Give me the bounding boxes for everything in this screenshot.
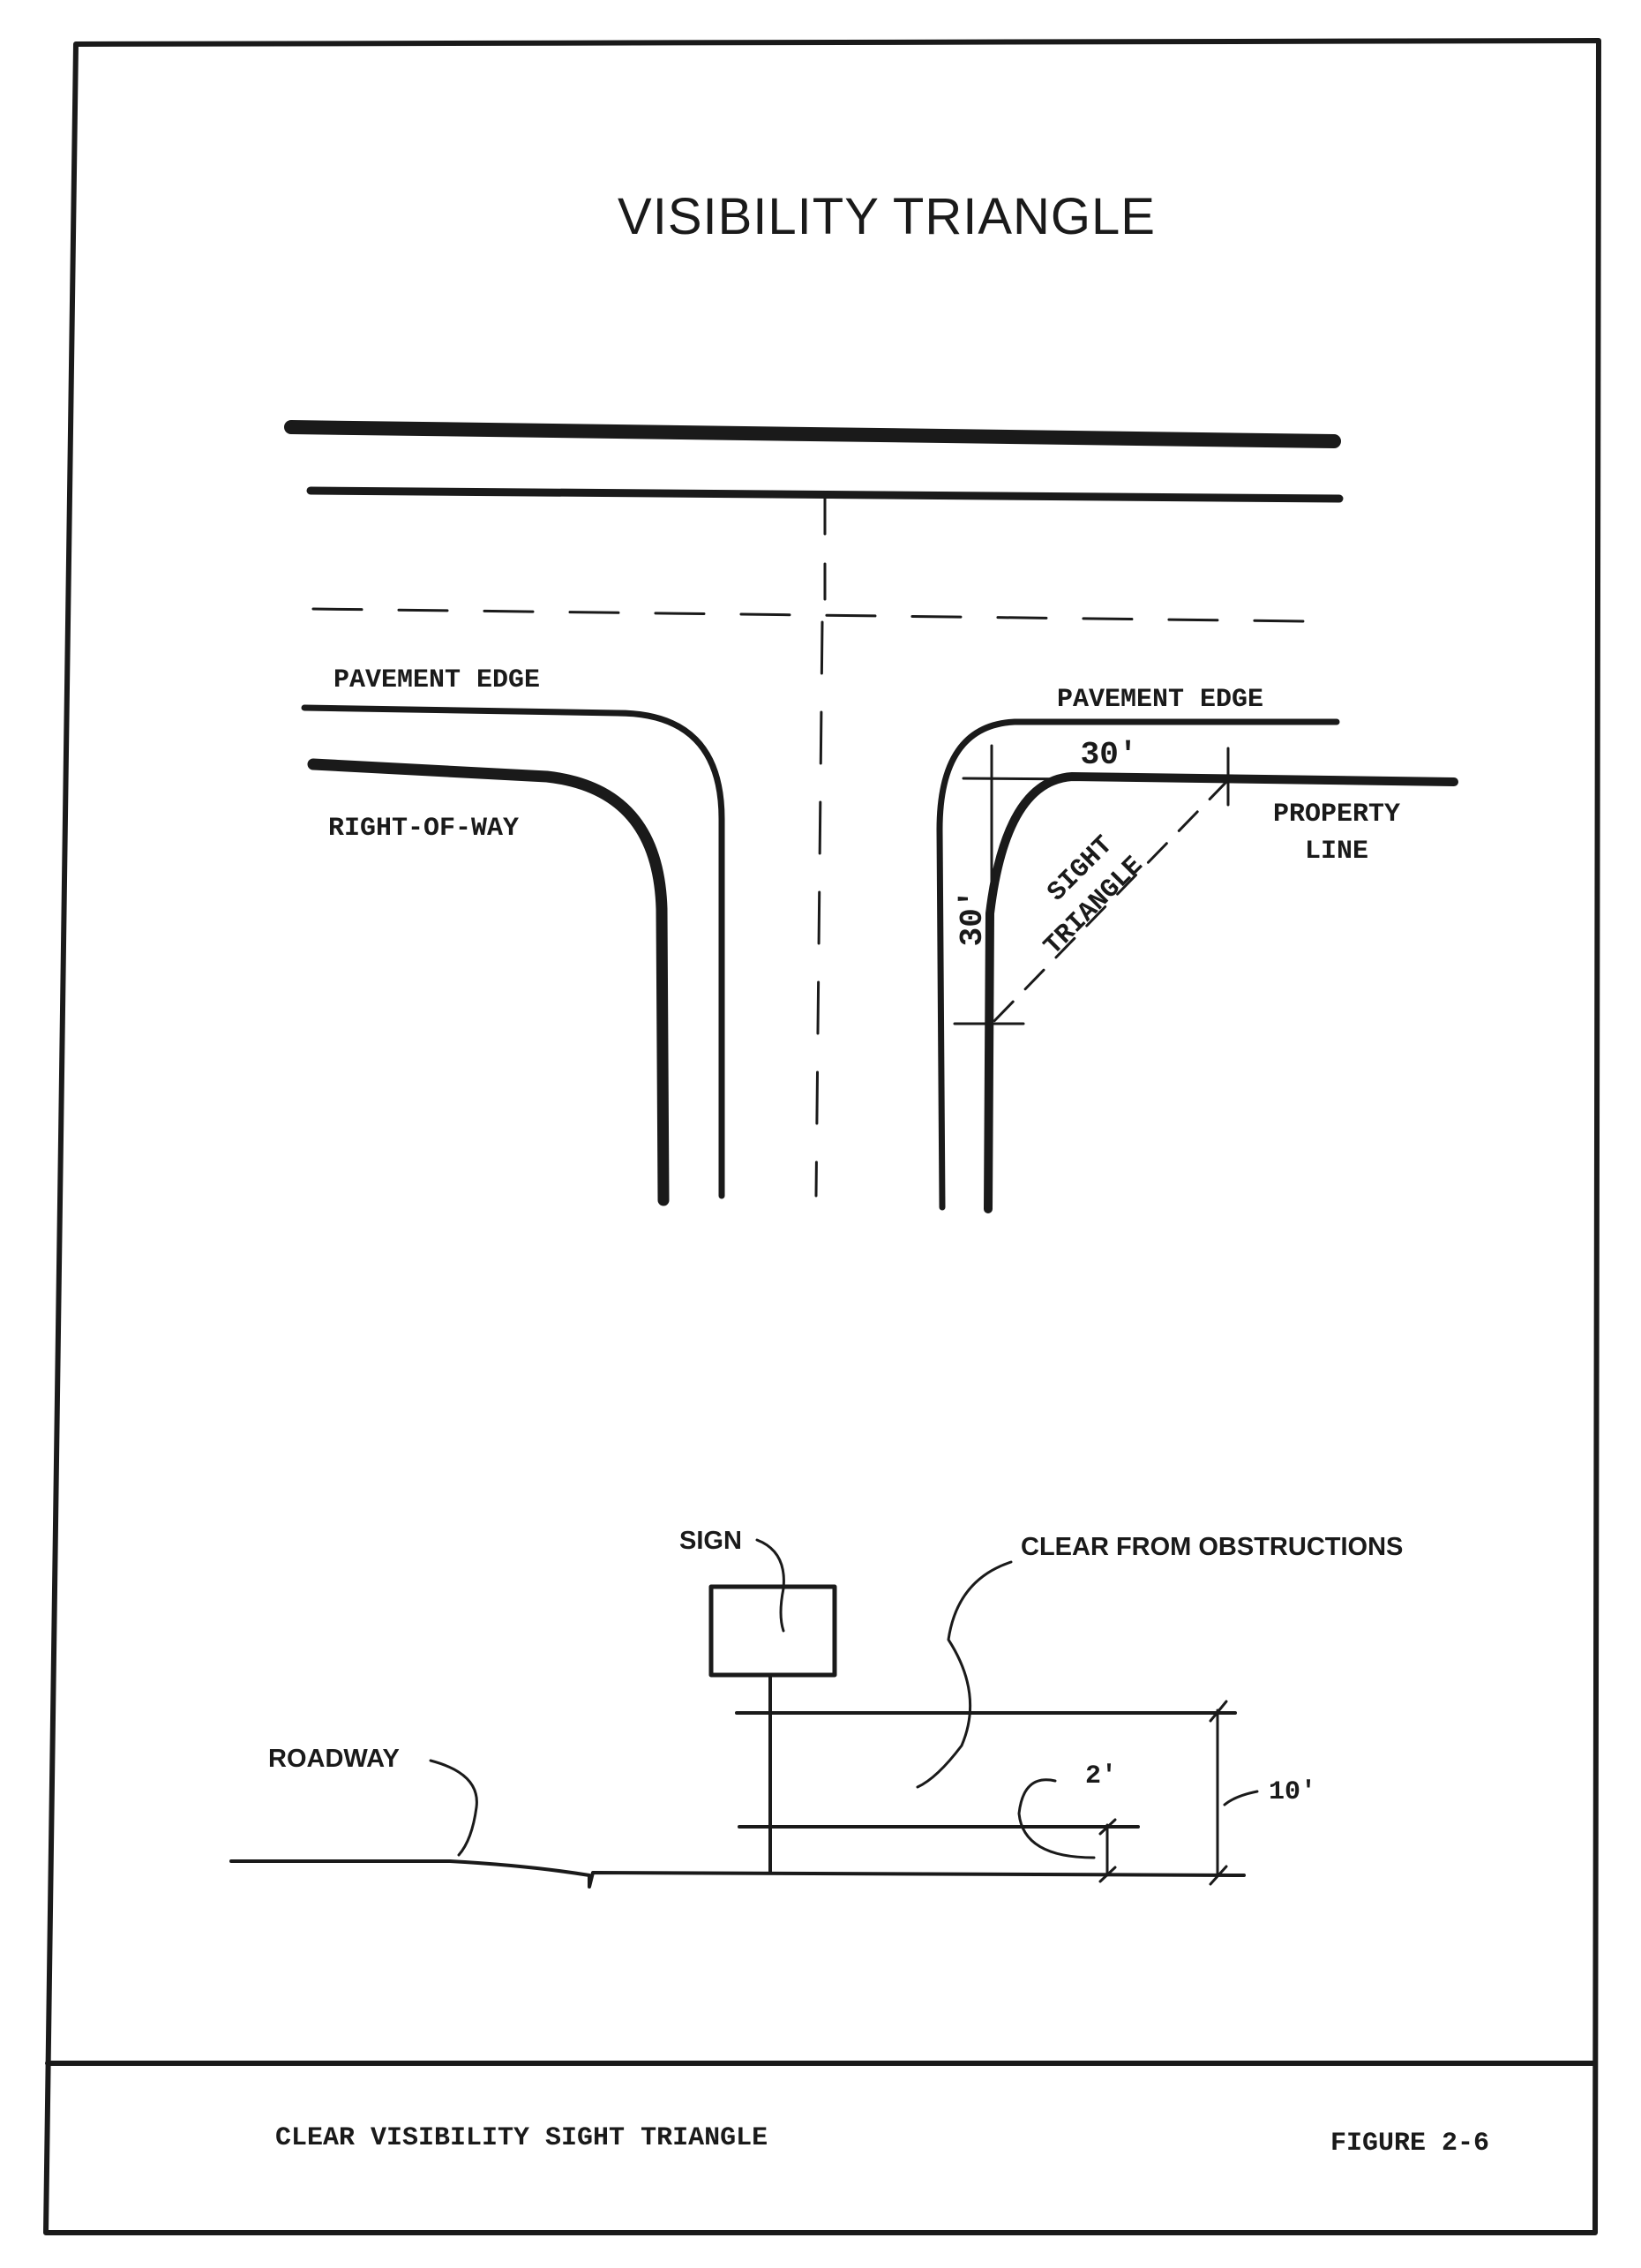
sight-triangle-hypotenuse <box>990 778 1230 1025</box>
sign-leader <box>755 1538 785 1633</box>
figure-title: VISIBILITY TRIANGLE <box>618 188 1156 245</box>
dim-10ft-tick-bottom <box>1209 1865 1228 1886</box>
roadway-leader <box>429 1759 478 1857</box>
main-road-centerline <box>311 607 1308 623</box>
elevation-view: SIGN CLEAR FROM OBSTRUCTIONS ROADWAY 2′ … <box>229 1527 1403 1889</box>
left-pavement-edge-curve <box>301 704 725 1199</box>
side-road-centerline <box>814 620 824 1198</box>
dim-2ft-tick-bottom <box>1098 1866 1117 1883</box>
dim-2ft-leader <box>1017 1778 1096 1859</box>
dim-2ft-label: 2′ <box>1085 1761 1117 1791</box>
plan-labels: PAVEMENT EDGE PAVEMENT EDGE RIGHT-OF-WAY… <box>328 665 1400 867</box>
dim-label-horizontal: 30′ <box>1081 737 1138 773</box>
roadway-label: ROADWAY <box>268 1745 400 1773</box>
page-border <box>43 38 1601 2235</box>
main-road <box>284 420 1344 623</box>
pavement-edge-right-label: PAVEMENT EDGE <box>1057 685 1263 715</box>
right-right-of-way-curve <box>984 772 1458 1213</box>
sign-panel <box>708 1584 837 1678</box>
dim-10ft-leader <box>1223 1790 1259 1806</box>
property-line-label-line1: PROPERTY <box>1273 800 1400 830</box>
title-block: CLEAR VISIBILITY SIGHT TRIANGLE FIGURE 2… <box>45 2061 1598 2159</box>
dim-label-vertical: 30′ <box>955 890 991 947</box>
dim-line-horizontal <box>962 777 1230 782</box>
left-right-of-way-curve <box>307 758 670 1206</box>
dim-10ft-tick-top <box>1209 1700 1228 1723</box>
figure-number: FIGURE 2-6 <box>1330 2129 1489 2159</box>
sign-label: SIGN <box>679 1527 742 1555</box>
right-of-way-label: RIGHT-OF-WAY <box>328 814 519 844</box>
dim-2ft-tick-top <box>1098 1818 1117 1836</box>
main-road-far-edge <box>284 420 1341 448</box>
main-road-near-edge <box>306 486 1344 503</box>
clear-from-obstructions-label: CLEAR FROM OBSTRUCTIONS <box>1021 1533 1403 1561</box>
roadway-ground-line <box>229 1859 1246 1889</box>
dim-10ft-label: 10′ <box>1269 1777 1316 1807</box>
pavement-edge-left-label: PAVEMENT EDGE <box>333 665 540 695</box>
side-road <box>301 497 1458 1213</box>
property-line-label-line2: LINE <box>1305 837 1368 867</box>
caption: CLEAR VISIBILITY SIGHT TRIANGLE <box>275 2123 768 2153</box>
clear-from-obstructions-leader <box>916 1560 1013 1789</box>
right-pavement-edge-curve <box>936 718 1340 1211</box>
